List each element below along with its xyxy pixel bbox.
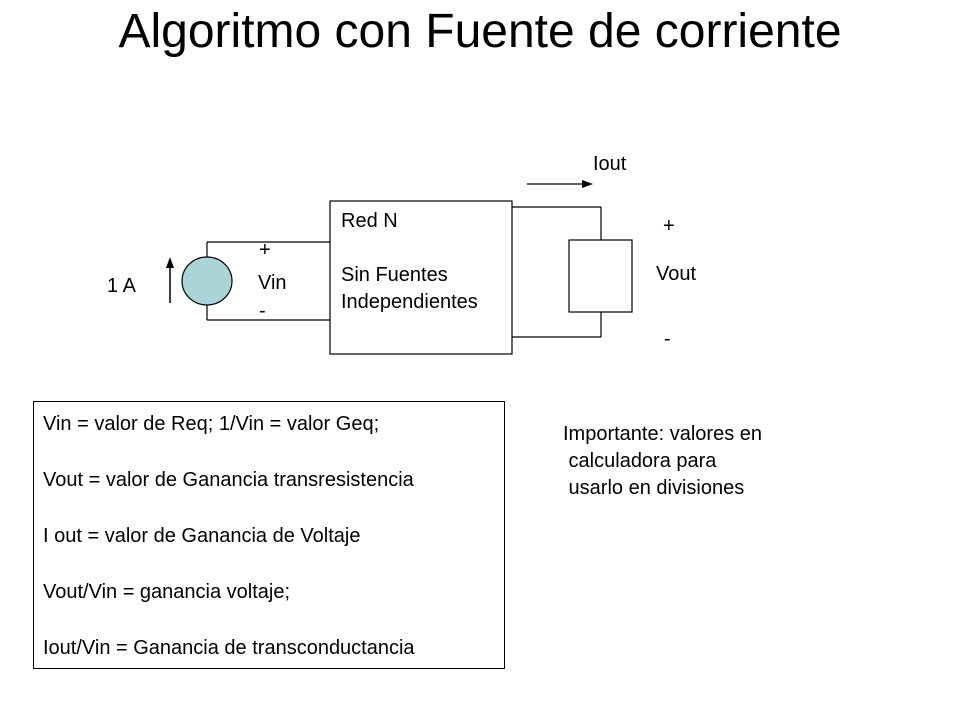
load-resistor [568,239,633,313]
network-box [329,200,513,355]
network-label-line: Independientes [341,291,478,313]
note-line: Importante: valores en [563,423,762,445]
equation-line: Vin = valor de Req; 1/Vin = valor Geq; [43,413,380,435]
vout-label: Vout [656,263,697,285]
vout-plus-sign: + [663,215,675,237]
vin-plus-sign: + [259,239,271,261]
source-label: 1 A [107,275,136,297]
network-label-line: Sin Fuentes [341,264,448,286]
network-label-line: Red N [341,210,398,232]
equation-line: I out = valor de Ganancia de Voltaje [43,525,361,547]
equations-box: Vin = valor de Req; 1/Vin = valor Geq; V… [33,401,505,669]
network-label-line [341,235,478,262]
note-line: calculadora para [563,450,717,472]
current-source-icon [181,256,233,306]
vin-minus-sign: - [259,300,266,322]
vin-label: Vin [258,272,287,294]
iout-label: Iout [593,153,627,175]
iout-arrow-head-icon [582,180,593,188]
equation-line: Vout/Vin = ganancia voltaje; [43,581,291,603]
equation-line: Iout/Vin = Ganancia de transconductancia [43,637,415,659]
page-title: Algoritmo con Fuente de corriente [118,5,842,58]
vout-minus-sign: - [664,328,671,350]
network-label: Red N Sin Fuentes Independientes [341,208,478,316]
note-line: usarlo en divisiones [563,477,745,499]
source-arrow-head-icon [166,257,174,268]
equation-line: Vout = valor de Ganancia transresistenci… [43,469,414,491]
important-note: Importante: valores en calculadora para … [563,421,762,502]
